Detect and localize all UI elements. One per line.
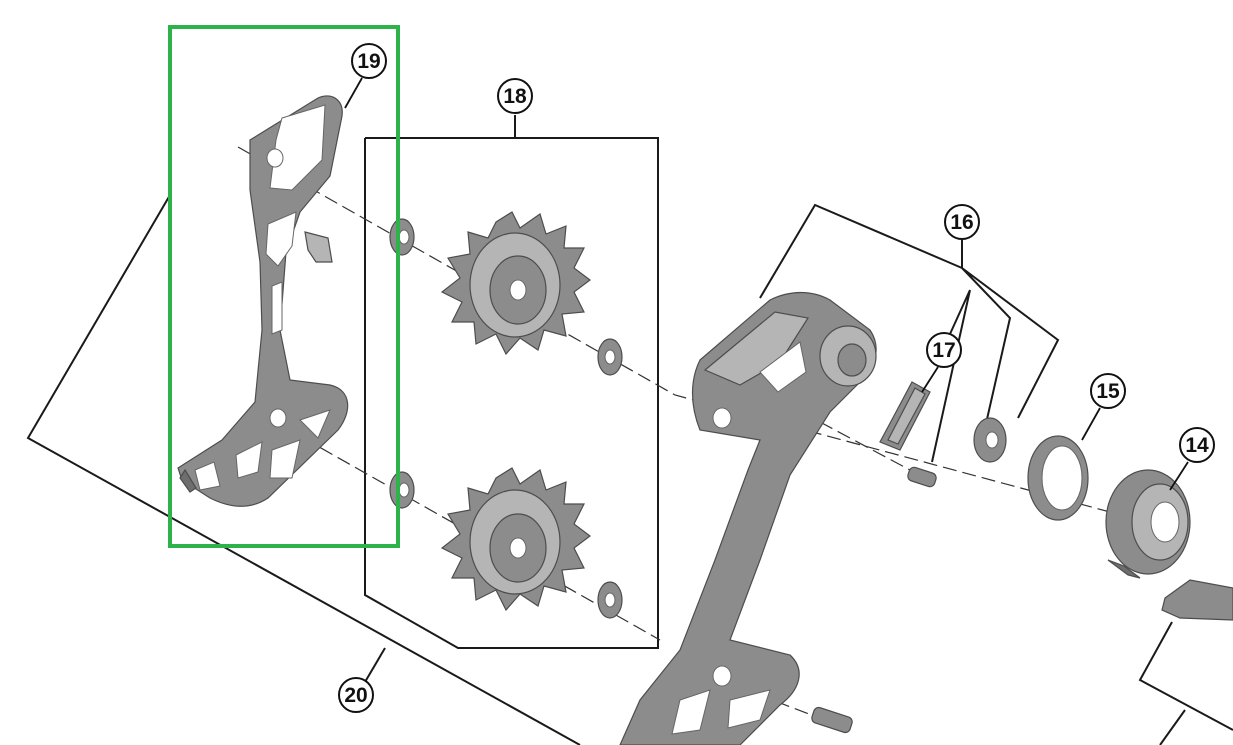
callout-14-label: 14 (1185, 434, 1209, 457)
pin-part (907, 466, 937, 488)
spring-14-part (1105, 469, 1191, 579)
bracket-lower-right (1138, 621, 1233, 745)
callout-18-label: 18 (503, 85, 527, 108)
callout-15-label: 15 (1096, 380, 1120, 403)
callout-19: 19 (344, 43, 387, 109)
washer-upper-right (597, 338, 623, 376)
callout-17: 17 (921, 332, 962, 393)
bolt-part (811, 706, 853, 734)
callout-16-label: 16 (950, 211, 973, 234)
cable-clamp-part (1161, 579, 1233, 621)
axis-upper (237, 146, 1111, 513)
ring-15-part (1027, 435, 1089, 521)
lower-pulley-part (440, 467, 591, 612)
outer-cage-plate-part (619, 291, 877, 745)
callout-20: 20 (338, 677, 374, 713)
bracket-18 (364, 115, 659, 649)
bracket-20 (26, 194, 581, 745)
callout-18: 18 (497, 78, 533, 114)
callout-15: 15 (1081, 373, 1126, 441)
washer-lower-right (597, 581, 623, 619)
highlight-box-19 (168, 25, 400, 548)
inner-cage-plate-part (177, 95, 349, 507)
washer-16-part (973, 417, 1007, 463)
callout-19-label: 19 (357, 50, 380, 73)
callout-14: 14 (1169, 427, 1215, 491)
bracket-16 (759, 203, 1060, 463)
callout-16: 16 (944, 204, 980, 240)
upper-pulley-part (440, 211, 591, 356)
callout-17-label: 17 (932, 339, 955, 362)
washer-lower-left (389, 471, 415, 509)
washer-upper-left (389, 218, 415, 256)
leader-20 (364, 647, 386, 683)
callout-20-label: 20 (344, 684, 367, 707)
